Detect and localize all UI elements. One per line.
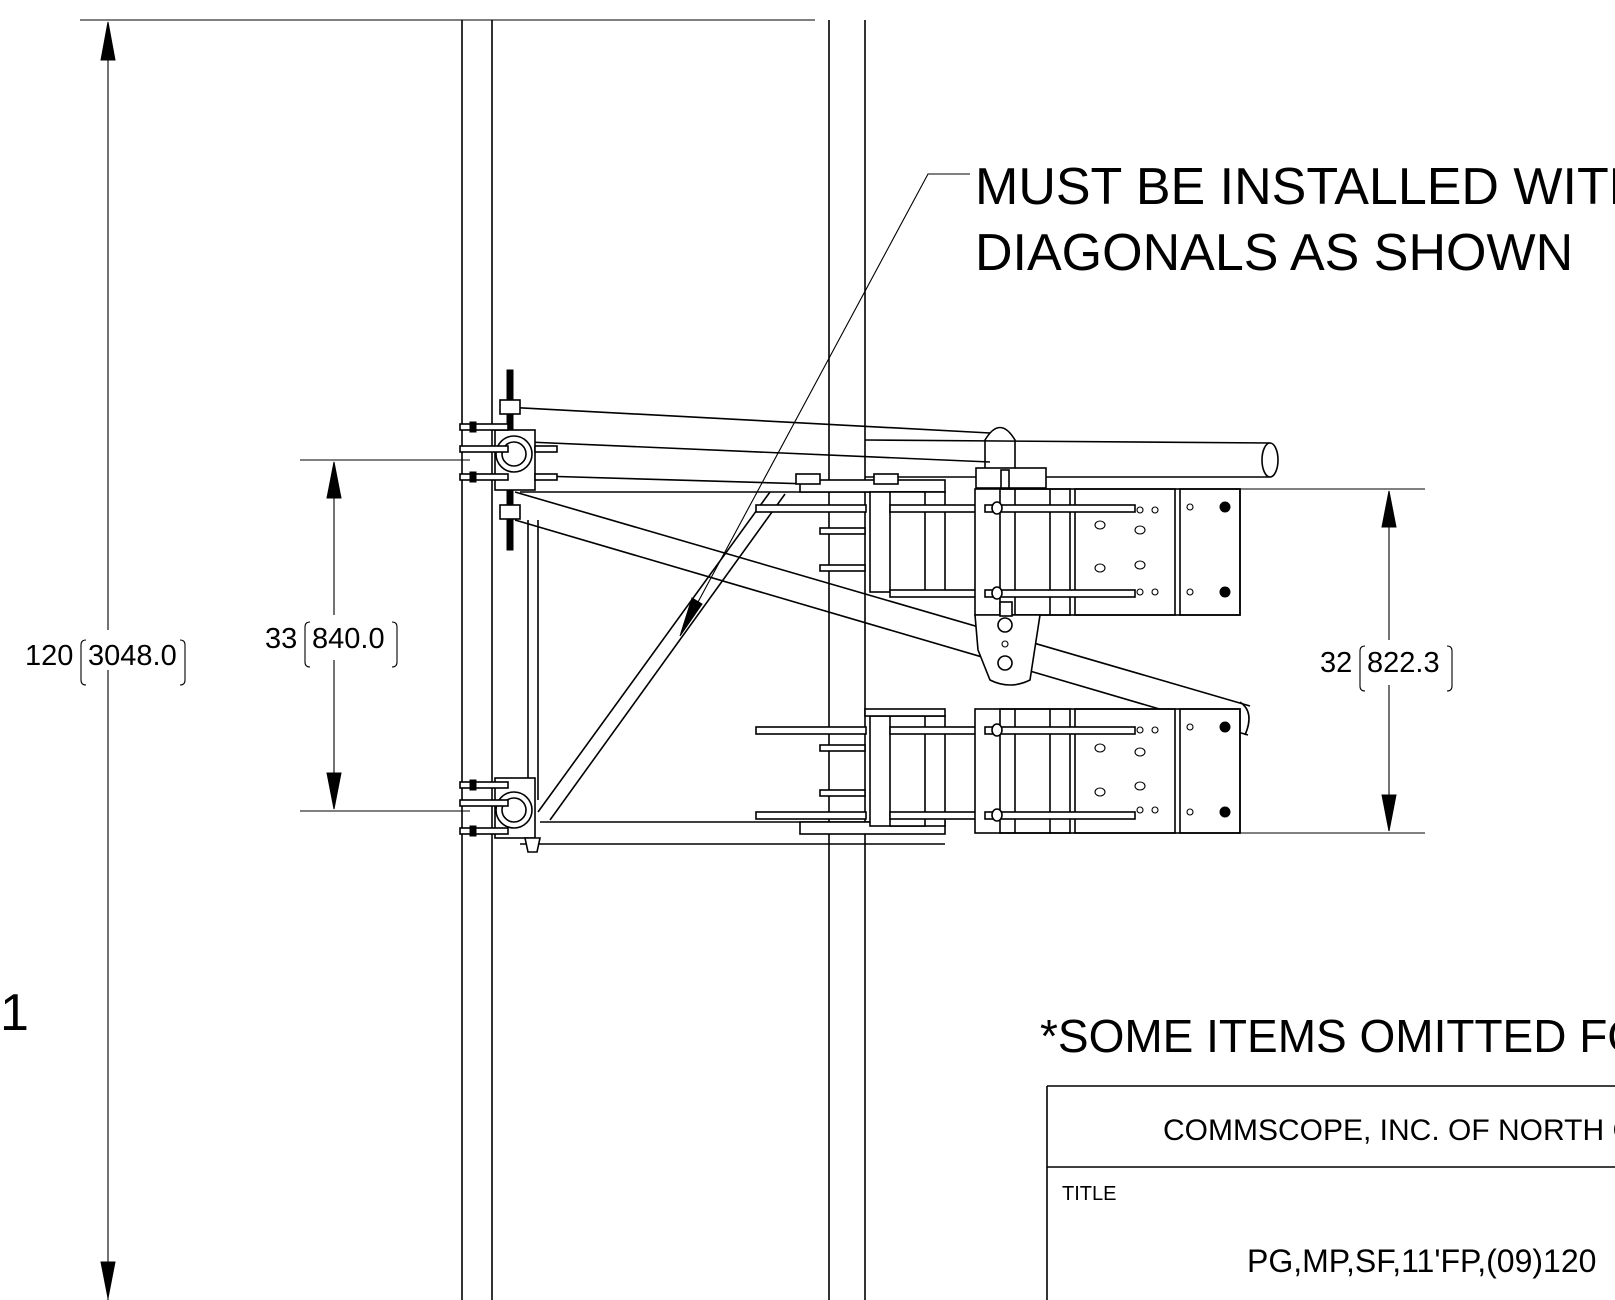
- arrowhead-down-icon: [100, 1261, 116, 1299]
- right-dimension-inches: 32: [1320, 647, 1352, 679]
- omitted-items-note: *SOME ITEMS OMITTED FO: [1040, 1010, 1615, 1062]
- left-span-dimension: 33 840.0: [265, 459, 470, 812]
- left-dimension-inches: 33: [265, 623, 297, 655]
- overall-dimension-inches: 120: [25, 640, 73, 672]
- title-value: PG,MP,SF,11'FP,(09)120: [1247, 1243, 1596, 1279]
- right-dimension-mm: 822.3: [1367, 647, 1440, 679]
- left-dimension-mm: 840.0: [312, 623, 385, 655]
- title-label: TITLE: [1062, 1183, 1116, 1205]
- upper-pipe-clamp: [459, 369, 558, 551]
- arrowhead-up-icon: [100, 21, 116, 61]
- upper-face-plate: [974, 488, 1241, 616]
- diagonal-connection-plate: [974, 601, 1041, 686]
- edge-glyph: 1: [0, 984, 29, 1042]
- mast-pipe-right: [828, 20, 866, 1300]
- upper-crossover-bracket: [755, 473, 981, 598]
- company-name: COMMSCOPE, INC. OF NORTH C: [1163, 1114, 1615, 1147]
- mast-pipe-left: [461, 20, 493, 1300]
- lower-horizontal-arm: [520, 821, 946, 845]
- lower-crossover-bracket: [755, 708, 981, 827]
- overall-height-dimension: 120 3048.0: [25, 19, 815, 1300]
- installation-note: MUST BE INSTALLED WITH DIAGONALS AS SHOW…: [679, 158, 1615, 637]
- overall-dimension-mm: 3048.0: [88, 640, 177, 672]
- vertical-member: [527, 520, 539, 800]
- lower-face-plate: [974, 708, 1241, 834]
- title-block: COMMSCOPE, INC. OF NORTH C TITLE PG,MP,S…: [1046, 1085, 1615, 1300]
- top-diagonal-bar: [504, 406, 1279, 489]
- note-line-2: DIAGONALS AS SHOWN: [975, 224, 1573, 282]
- main-diagonal-strut: [514, 491, 1251, 736]
- note-line-1: MUST BE INSTALLED WITH: [975, 158, 1615, 216]
- right-span-dimension: 32 822.3: [1240, 488, 1453, 834]
- lower-pipe-clamp: [459, 777, 541, 853]
- tube-end-cap: [1261, 442, 1279, 478]
- secondary-diagonal-strut: [537, 491, 786, 821]
- leader-arrowhead-icon: [679, 597, 703, 637]
